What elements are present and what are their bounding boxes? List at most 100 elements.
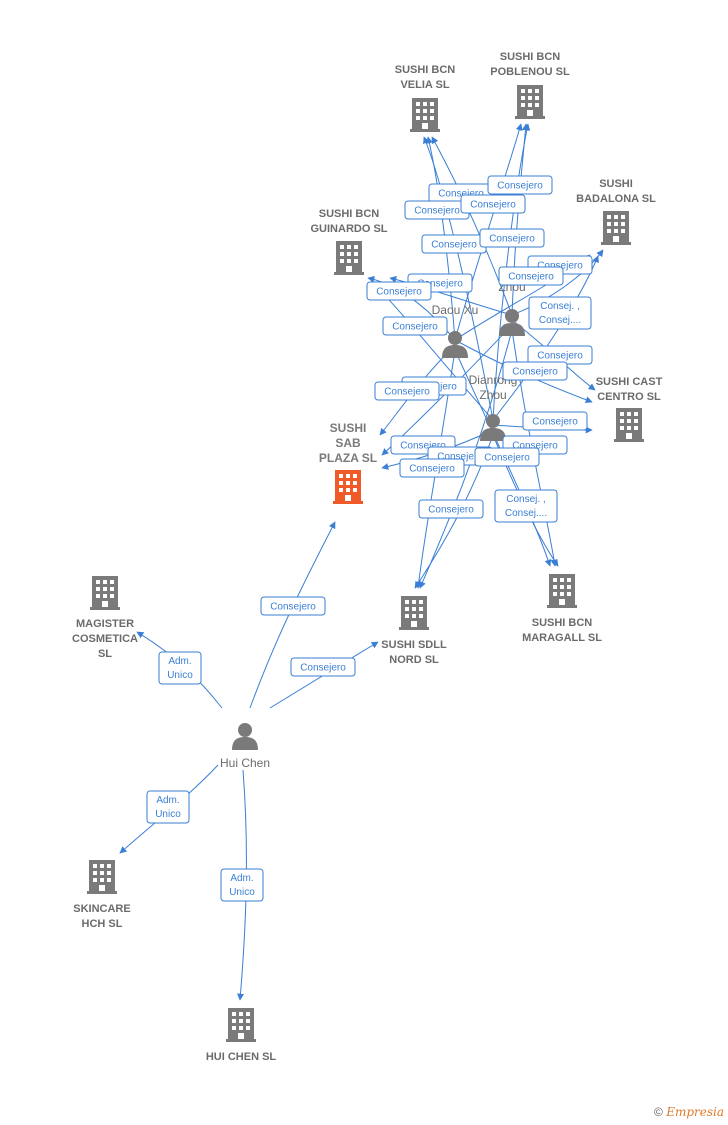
- tag-text: Consejero: [431, 240, 477, 251]
- company-label-line: SUSHI SDLL: [381, 639, 447, 651]
- company-label-line: COSMETICA: [72, 633, 138, 645]
- edge-daou-poblenou[interactable]: [454, 123, 523, 341]
- company-sdll[interactable]: SUSHI SDLL NORD SL: [381, 596, 447, 666]
- company-label-line: SKINCARE: [73, 903, 130, 915]
- role-tag-adm-unico[interactable]: Adm.Unico: [158, 651, 202, 685]
- edge-daou-maragall[interactable]: [454, 349, 552, 567]
- edge-huichen-sdll[interactable]: [269, 641, 379, 709]
- company-label-line: MAGISTER: [76, 618, 134, 630]
- tag-text: Consejero: [489, 234, 535, 245]
- edge-daou-velia[interactable]: [426, 136, 456, 341]
- company-label-line: GUINARDO SL: [311, 223, 388, 235]
- tag-box: [528, 296, 592, 330]
- company-label-line: SUSHI: [599, 178, 633, 190]
- footer-brand: © Empresia: [654, 1105, 724, 1119]
- role-tag-consejero[interactable]: Consejero: [460, 194, 526, 214]
- tag-text: Consej....: [505, 508, 547, 519]
- role-tag-consej-multi[interactable]: Consej. ,Consej....: [528, 296, 592, 330]
- building-icon: [601, 211, 631, 245]
- edge-dzhou-poblenou[interactable]: [492, 123, 531, 421]
- company-label-line: SUSHI BCN: [500, 51, 561, 63]
- role-tag-consejero[interactable]: Consejero: [474, 447, 540, 467]
- tag-box: [487, 175, 553, 195]
- role-tag-consejero[interactable]: Consejero: [522, 411, 588, 431]
- tag-text: Consejero: [537, 351, 583, 362]
- tag-text: Consejero: [392, 322, 438, 333]
- tag-text: Unico: [167, 670, 193, 681]
- tag-text: Consej. ,: [506, 494, 545, 505]
- role-tag-consejero[interactable]: Consejero: [290, 657, 356, 677]
- role-tag-consejero[interactable]: Consejero: [487, 175, 553, 195]
- tag-box: [290, 657, 356, 677]
- role-tag-consejero[interactable]: Consejero: [399, 458, 465, 478]
- tag-box: [220, 868, 264, 902]
- person-label-line: Zhou: [479, 388, 506, 402]
- brand-name: Empresia: [666, 1105, 724, 1119]
- person-label-line: Hui Chen: [220, 756, 270, 770]
- tag-text: Consejero: [437, 452, 483, 463]
- role-tag-consejero[interactable]: Consejero: [260, 596, 326, 616]
- role-tag-consejero[interactable]: Consejero: [421, 234, 487, 254]
- building-icon: [515, 85, 545, 119]
- tag-text: Consejero: [300, 663, 346, 674]
- role-tag-consejero[interactable]: Consejero: [366, 281, 432, 301]
- tag-text: Adm.: [230, 873, 253, 884]
- role-tag-consejero[interactable]: Consejero: [502, 361, 568, 381]
- role-tag-consejero[interactable]: Consejero: [404, 200, 470, 220]
- building-icon: [614, 408, 644, 442]
- tag-text: Consejero: [414, 206, 460, 217]
- role-tag-consej-multi[interactable]: Consej. , Consej....: [494, 489, 558, 523]
- role-tag-consejero[interactable]: Consejero: [498, 266, 564, 286]
- role-tag-consejero[interactable]: Consejero: [479, 228, 545, 248]
- building-icon: [333, 470, 363, 504]
- role-tag-consejero[interactable]: Consejero: [374, 381, 440, 401]
- company-label-line: SUSHI BCN: [319, 208, 380, 220]
- tag-box: [474, 447, 540, 467]
- company-label-line: SAB: [335, 436, 361, 450]
- tag-text: Consej. ,: [540, 301, 579, 312]
- person-icon: [499, 309, 525, 336]
- tag-box: [382, 316, 448, 336]
- role-tag-consejero[interactable]: Consejero: [527, 345, 593, 365]
- tag-text: Unico: [155, 809, 181, 820]
- role-tag-adm-unico[interactable]: Adm.Unico: [220, 868, 264, 902]
- company-label-line: NORD SL: [389, 654, 439, 666]
- building-icon: [226, 1008, 256, 1042]
- company-label-line: HUI CHEN SL: [206, 1051, 277, 1063]
- person-huichen[interactable]: Hui Chen: [220, 723, 270, 770]
- tag-box: [418, 499, 484, 519]
- edge-czhou-guinardo[interactable]: [389, 276, 513, 316]
- tag-box: [479, 228, 545, 248]
- company-guinardo[interactable]: SUSHI BCN GUINARDO SL: [311, 208, 388, 275]
- tag-box: [460, 194, 526, 214]
- company-huichensl[interactable]: HUI CHEN SL: [206, 1008, 277, 1063]
- tag-text: Consejero: [497, 181, 543, 192]
- tag-box: [158, 651, 202, 685]
- company-label-line: PLAZA SL: [319, 451, 377, 465]
- building-icon: [334, 241, 364, 275]
- person-daou[interactable]: Daou Xu: [432, 303, 479, 358]
- company-label-line: CENTRO SL: [597, 391, 661, 403]
- role-tag-consejero[interactable]: Consejero: [382, 316, 448, 336]
- company-label-line: VELIA SL: [400, 79, 449, 91]
- role-tag-consejero[interactable]: Consejero: [418, 499, 484, 519]
- tag-box: [260, 596, 326, 616]
- building-icon: [87, 860, 117, 894]
- tag-box: [498, 266, 564, 286]
- tag-text: Consejero: [512, 441, 558, 452]
- building-icon: [90, 576, 120, 610]
- tag-text: Consejero: [270, 602, 316, 613]
- tag-text: Consejero: [508, 272, 554, 283]
- role-tag-adm-unico[interactable]: Adm.Unico: [146, 790, 190, 824]
